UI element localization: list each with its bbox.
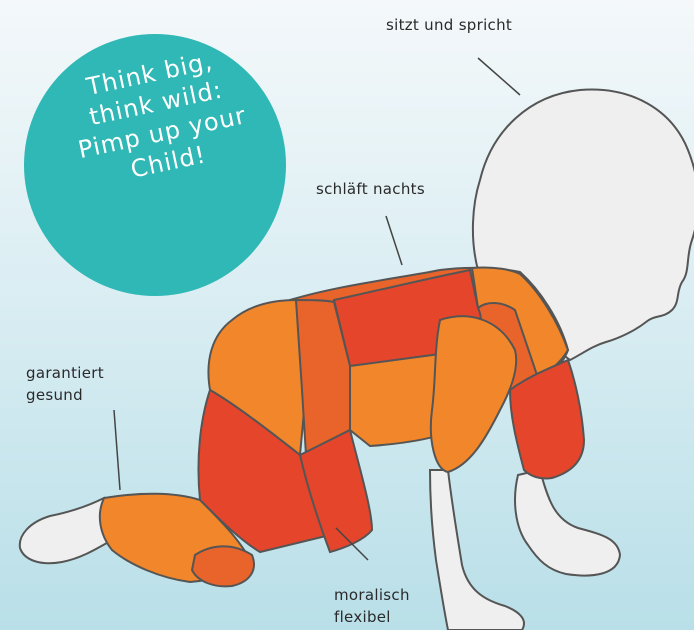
label-head-text: sitzt und spricht xyxy=(386,14,512,36)
label-leg: moralisch flexibel xyxy=(334,584,410,628)
foot xyxy=(20,498,112,563)
label-hip-line-1: garantiert xyxy=(26,362,104,384)
back-hand xyxy=(515,470,620,576)
label-back-text: schläft nachts xyxy=(316,178,425,200)
jumpsuit-front-arm xyxy=(431,316,516,472)
front-hand xyxy=(430,470,524,630)
leader-line-back xyxy=(386,216,402,265)
label-leg-line-2: flexibel xyxy=(334,606,410,628)
label-back: schläft nachts xyxy=(316,178,425,200)
label-hip: garantiert gesund xyxy=(26,362,104,406)
leader-line-hip xyxy=(114,410,120,490)
jumpsuit-ankle-cuff xyxy=(192,546,254,586)
leader-line-head xyxy=(478,58,520,95)
label-head: sitzt und spricht xyxy=(386,14,512,36)
label-hip-line-2: gesund xyxy=(26,384,104,406)
label-leg-line-1: moralisch xyxy=(334,584,410,606)
